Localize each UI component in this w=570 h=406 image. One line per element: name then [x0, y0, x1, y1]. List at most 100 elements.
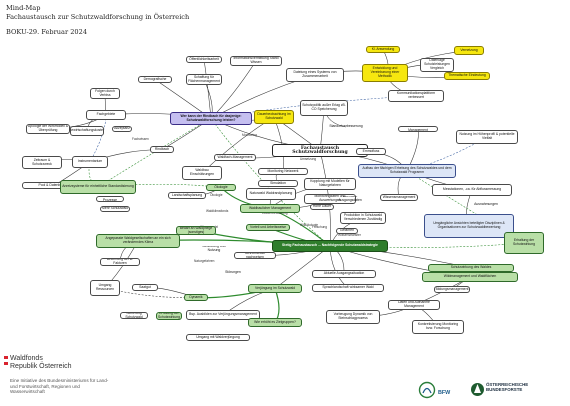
node-akzeptanz: Akzeptanz	[112, 126, 132, 132]
node-dynamik: Dynamik	[184, 294, 208, 301]
edge-wer-oeff	[203, 59, 212, 119]
bfw-text: BFW	[438, 390, 451, 396]
node-messtat: Messtationen, -ca. für Abflussmessung	[432, 184, 512, 196]
waldfonds-title: Waldfonds	[10, 355, 43, 362]
node-simon: Simulation	[258, 180, 298, 187]
node-center: Fachaustausch Schutzwaldforschung	[272, 144, 368, 157]
node-erholung: Erholung der Schutzwirkung	[156, 312, 182, 320]
node-ausnahme: Ausnahmungen	[474, 202, 498, 207]
edge-dauer-bmlrt	[201, 116, 275, 174]
node-produktion: Produktion in Schutzwald Verschiedenen Z…	[340, 212, 386, 224]
node-kl: Kl. Anwendung	[366, 46, 400, 53]
node-emmo: Emmofluss	[356, 148, 386, 155]
node-demo: Demografische	[138, 76, 172, 83]
node-angepasst: Angepasste Waldgesellschaften an ein sic…	[96, 234, 180, 248]
node-kopplung: Kopplung mit Modellen für Naturgefahren	[304, 178, 356, 190]
node-waldbaul: Waldbaulicher Management	[240, 204, 300, 213]
edge-label: Monitoring	[242, 133, 257, 137]
node-bedeutung: Bedeutung und Nutzung	[202, 246, 226, 252]
node-stoerung: Störungen	[225, 270, 241, 275]
node-fachgr: Fachgebiete	[86, 110, 126, 120]
node-zeit: Zeitraum & Schutzzweck	[22, 156, 62, 169]
node-schutzpol: Schutzpolitik außer Erlag zB. CO Speiche…	[300, 100, 348, 116]
node-bedarf: Bedarf an Waldpflege (sonstiges)	[176, 226, 216, 235]
node-sicherung: Sicherung Schutzwald	[120, 312, 148, 319]
node-konkret: Konkretisierung Monitoring bzw. Forschun…	[412, 320, 464, 334]
waldfonds-description: Eine Initiative des Bundesministeriums f…	[10, 378, 109, 395]
edge-label: Wiederbewaldung	[262, 211, 288, 215]
node-schaffung: Schaffung für Flächenmanagement	[186, 74, 222, 85]
node-hohe: Hohe Dauer	[310, 204, 334, 210]
node-saatgut: Saatgut	[132, 284, 158, 291]
node-themdiff: Thematische Eindeutung	[444, 72, 490, 80]
austria-flag-icon	[4, 356, 8, 365]
node-okologie: Ökologie	[206, 184, 236, 191]
node-entw: Entwicklung und Vereinbarung einer Metho…	[362, 64, 408, 82]
node-naturwald: Naturwald Waldrandplanung	[246, 188, 296, 200]
node-komm: Kommunikationsplattform verbessert	[388, 90, 444, 102]
edge-wer-info	[210, 60, 257, 119]
node-instr: Instrumentarium	[72, 156, 108, 168]
node-datenmgmt: Daten und Aufnahme Management	[388, 300, 440, 310]
node-wer: Wer kann der Rindbach für dasjenige: Sch…	[170, 112, 252, 125]
edge-label: Fachwissen	[132, 137, 149, 141]
node-info: Informationsvermittlung Stand Wissen	[230, 56, 282, 66]
node-rindbach: Rindbach	[150, 146, 174, 153]
node-bmlrt: Waldbau Einschätzungen	[182, 166, 222, 180]
edge-label: Naturgefahren	[194, 259, 215, 263]
edge-label: Waldklimafonds	[206, 209, 229, 213]
node-datenlage: Datenlage Schutzleistungen Vergleich	[420, 58, 454, 72]
node-aufbau: Aufbau der flächigen Erhebung des Schutz…	[358, 164, 456, 178]
node-schutzwirkung: Schutzwirkung des Waldes	[428, 264, 514, 272]
header-date: BOKU-29. Februar 2024	[6, 28, 88, 36]
node-umgang: Umgang Ressourcen	[90, 280, 120, 296]
node-bewerten: Bewertung der kl. Faktoren	[100, 258, 140, 266]
node-verjuengung: Verjüngung im Schutzwald	[248, 284, 302, 293]
node-dateiung: Dateiung eines Systems von Zusammenarbei…	[286, 68, 344, 82]
node-zentral: Stetig Fachaustausch ... Nachfolgende Sc…	[272, 240, 388, 252]
node-dauer: Dauerbeobachtung im Schutzwald	[254, 110, 294, 124]
node-folgen: Folgen durch Verbiss	[90, 88, 120, 99]
node-wie: Wie erhöht es Zielgruppen?	[248, 318, 302, 327]
edge-label: Umsetzung	[300, 157, 316, 161]
header-subtitle: Fachaustausch zur Schutzwaldforschung in…	[6, 13, 190, 21]
node-vernetzung: Vernetzung	[454, 46, 484, 55]
node-uebersicht: Übersicht Ausgangsdaten	[338, 196, 362, 202]
edge-label: Ökologie	[210, 193, 223, 197]
edge-fachgr-instr	[89, 114, 107, 163]
edge-label: Wissenstransfer	[338, 233, 362, 237]
node-bsp: Bsp. Ausbilden zur Verjüngungsmanagement	[186, 310, 260, 320]
node-oeff: Öffentlichkeitsarbeit	[186, 56, 222, 63]
node-einzelwald: Einzelwald-Management	[398, 126, 438, 132]
edge-label: Forschung	[312, 225, 327, 229]
node-schnee: Schneedecke nachweisen	[234, 252, 276, 259]
node-vorbeug: Vorbeugung Dynamik von Steinschlagprozes…	[326, 310, 380, 324]
node-anreize: Anreizsysteme für einheitliche Standardi…	[60, 180, 136, 194]
node-umgangl: Umgängliche Ansichten beteiligter Diszip…	[424, 214, 514, 238]
node-bildung: Bildungsmanagement	[434, 286, 470, 293]
node-waldfach: Waldfach-Management	[214, 154, 256, 161]
node-nutzung: Nutzung im Höhenprofil & potentielle Vie…	[456, 130, 518, 144]
node-mehr: Mehr Schutzwald	[100, 206, 130, 212]
node-monitoringdaten: Monitoringdaten und Auswertungen	[304, 194, 356, 204]
node-vorteil: Vorteil und Arbeitsweise	[246, 224, 290, 231]
node-bewirt: Bewirtschaftungskosten	[70, 126, 104, 136]
bfw-logo-icon	[418, 381, 436, 399]
bundesforste-logo-icon	[471, 383, 484, 396]
node-apo: Apologie der Wirkmodell & Überprüfung	[26, 124, 70, 134]
node-wildmanag: Wildmanagement und Waldflächen	[422, 272, 518, 282]
node-umgang2: Umgang mit Waldverjüngung	[186, 334, 250, 341]
node-erhaltung: Erhaltung der Schutzwirkung	[504, 232, 544, 254]
node-landschaft: Landschaftsplanung	[168, 192, 206, 199]
waldfonds-subtitle: Republik Österreich	[10, 363, 72, 370]
mindmap-edges: FachwissenMonitoringUmsetzungAuftragWald…	[41, 49, 525, 328]
node-standort: Standortverbesserung	[329, 124, 363, 129]
header-title: Mind-Map	[6, 4, 41, 12]
node-sprechen: Sprachlandschaft wirksamer Wald	[312, 284, 384, 292]
edge-label: Wildökologie	[300, 223, 318, 227]
edge-zentral-sprechen	[329, 245, 349, 289]
node-monit: Monitoring Netzwerk	[258, 168, 308, 175]
node-aktuell: Aktuelle Ausgangssituation	[312, 270, 376, 278]
node-gefahren: Gefahren	[336, 228, 358, 234]
node-ursachen: Ursachen Prozesse	[96, 196, 124, 202]
